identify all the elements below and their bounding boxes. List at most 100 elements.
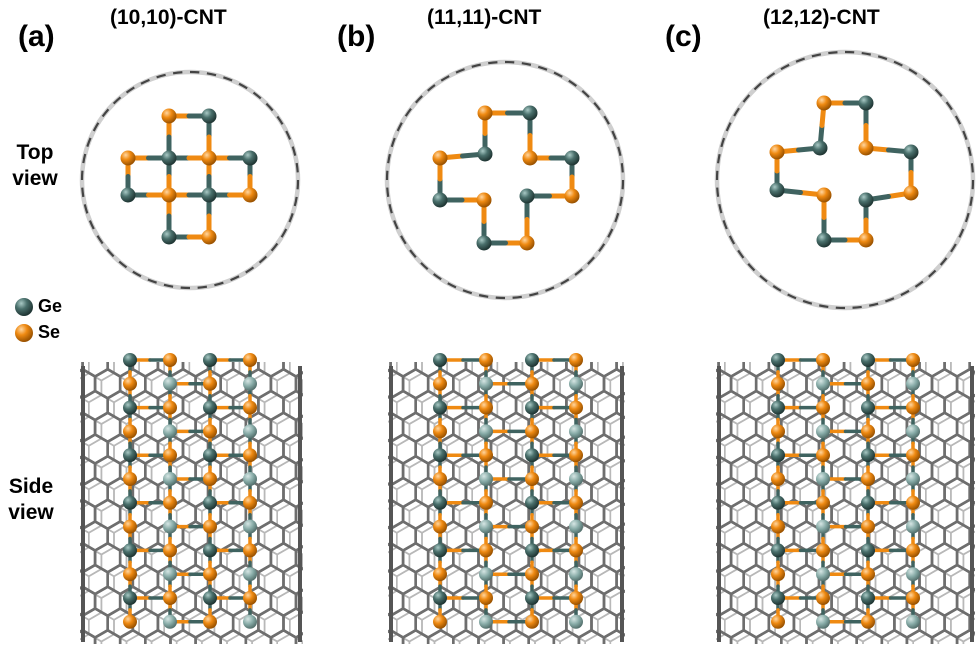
cnt-hexagon [294, 414, 303, 441]
cnt-segment [396, 122, 403, 132]
cnt-hexagon [968, 524, 975, 548]
ge-atom [163, 614, 177, 629]
se-atom [479, 495, 493, 510]
side-view-a [80, 348, 340, 644]
ge-atom [477, 146, 493, 162]
cnt-segment [265, 102, 274, 112]
se-atom [861, 472, 875, 486]
cnt-segment [230, 275, 240, 282]
cnt-segment [939, 257, 948, 266]
se-atom [433, 376, 447, 391]
ge-atom [433, 591, 447, 605]
cnt-honeycomb [716, 352, 980, 644]
cnt-hexagon [716, 525, 720, 547]
se-atom [201, 229, 217, 245]
cnt-top-view-c [714, 49, 976, 311]
cnt-segment [156, 73, 166, 79]
cnt-segment [928, 269, 937, 278]
cnt-segment [252, 91, 262, 100]
ge-atom [771, 353, 785, 367]
ge-atom [816, 472, 830, 486]
se-atom [816, 591, 830, 605]
cnt-segment [780, 63, 790, 71]
cnt-segment [877, 55, 888, 61]
cnt-hexagon [615, 391, 625, 420]
panel-title-c: (12,12)-CNT [763, 6, 880, 29]
cnt-hexagon [388, 482, 392, 503]
cnt-hexagon [716, 482, 720, 503]
cnt-hexagon [80, 438, 84, 460]
cnt-segment [400, 235, 407, 245]
ge-atom [903, 144, 919, 160]
cnt-segment [295, 162, 299, 173]
cnt-segment [614, 212, 620, 223]
side-view-label-line2: view [8, 501, 54, 524]
cnt-hexagon [716, 395, 720, 416]
cnt-hexagon [294, 371, 303, 397]
se-atom [861, 424, 875, 439]
ge-atom [525, 495, 539, 510]
se-atom [525, 424, 539, 439]
cnt-side-wall [716, 352, 980, 644]
panel-label-a: (a) [18, 20, 55, 53]
cnt-segment [914, 280, 924, 288]
cnt-hexagon [976, 526, 980, 555]
cnt-hexagon [622, 487, 625, 506]
cnt-segment [733, 107, 740, 117]
se-atom [161, 187, 177, 203]
cnt-hexagon [622, 362, 625, 376]
legend-ge-label: Ge [38, 296, 63, 316]
cnt-hexagon [642, 348, 667, 377]
cnt-segment [716, 187, 720, 197]
cnt-hexagon [976, 569, 980, 598]
cnt-hexagon [629, 587, 654, 616]
ge-atom [479, 376, 493, 391]
cnt-hexagon [962, 416, 975, 447]
cnt-hexagon [968, 437, 975, 461]
se-atom [816, 95, 832, 111]
cnt-segment [717, 153, 721, 164]
cnt-hexagon [976, 352, 980, 381]
cnt-segment [270, 242, 279, 252]
cnt-segment [728, 235, 736, 245]
cnt-segment [945, 101, 953, 111]
cnt-hexagon [309, 565, 334, 594]
se-atom [479, 543, 493, 558]
se-atom [479, 400, 493, 415]
cnt-segment [455, 68, 465, 74]
cnt-hexagon [962, 633, 975, 644]
gese-top-view-c [769, 95, 919, 248]
ge-atom [861, 591, 875, 605]
cnt-hexagon [80, 395, 84, 416]
se-atom [861, 567, 875, 582]
cnt-segment [861, 52, 872, 56]
se-atom [861, 519, 875, 534]
cnt-segment [118, 260, 128, 269]
ge-atom [433, 448, 447, 463]
cnt-segment [88, 220, 95, 230]
cnt-hexagon [315, 395, 340, 424]
cnt-segment [617, 146, 622, 156]
se-atom [479, 591, 493, 605]
se-atom [203, 376, 217, 391]
cnt-segment [106, 248, 115, 258]
cnt-segment [140, 78, 150, 85]
se-atom [525, 519, 539, 534]
cnt-hexagon [80, 362, 84, 373]
se-atom [203, 472, 217, 486]
cnt-hexagon [388, 525, 392, 547]
ge-atom [243, 567, 257, 582]
cnt-hexagon [309, 348, 334, 377]
se-atom [123, 472, 137, 486]
ge-atom [522, 105, 538, 121]
ge-atom [816, 519, 830, 534]
ge-atom [861, 400, 875, 415]
ge-atom [816, 376, 830, 391]
cnt-segment [288, 213, 294, 223]
cnt-hexagon [622, 400, 625, 419]
se-atom [816, 448, 830, 463]
cnt-segment [390, 137, 396, 148]
cnt-segment [478, 294, 489, 298]
se-atom [906, 400, 920, 415]
ge-atom [203, 591, 217, 605]
